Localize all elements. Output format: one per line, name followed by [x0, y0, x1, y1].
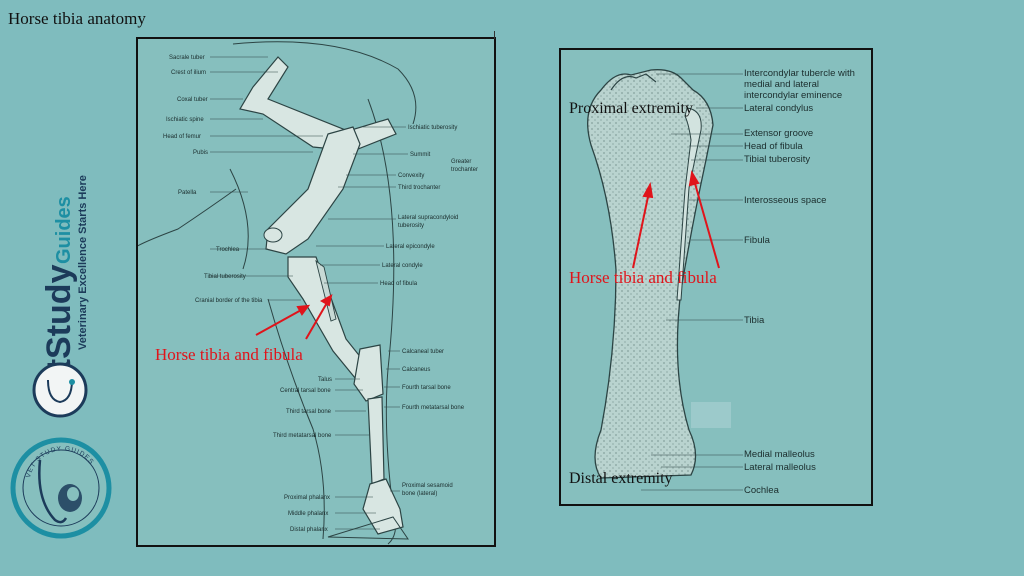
vetstudyguides-logo: VetStudy Guides Veterinary Excellence St… [10, 175, 112, 539]
label-cranial-border-tibia: Cranial border of the tibia [195, 298, 263, 304]
badge-stethoscope-icon [38, 459, 68, 524]
stethoscope-icon [47, 379, 73, 404]
label-extensor-groove: Extensor groove [744, 128, 813, 139]
highlight-patch [691, 402, 731, 428]
label-central-tarsal-bone: Central tarsal bone [280, 388, 331, 394]
hock-bones [353, 344, 384, 402]
label-third-tarsal-bone: Third tarsal bone [286, 409, 332, 415]
label-medial-and-lateral: medial and lateral [744, 79, 819, 90]
label-calcaneal-tuber: Calcaneal tuber [402, 349, 444, 355]
label-crest-of-ilium: Crest of ilium [171, 70, 206, 76]
horse-tibia-diagram: Intercondylar tubercle with medial and l… [559, 48, 873, 506]
tibia-svg: Intercondylar tubercle with medial and l… [569, 68, 855, 496]
phalanges-bones [362, 478, 404, 535]
label-trochlea: Trochlea [216, 247, 240, 253]
stethoscope-circle-icon [32, 362, 88, 418]
label-middle-phalanx: Middle phalanx [288, 511, 328, 517]
label-calcaneus: Calcaneus [402, 367, 430, 373]
label-trochanter: trochanter [451, 167, 478, 173]
page-title: Horse tibia anatomy [8, 9, 146, 28]
label-distal-extremity: Distal extremity [569, 470, 673, 487]
label-proximal-phalanx: Proximal phalanx [284, 495, 330, 501]
label-lateral-malleolus: Lateral malleolus [744, 462, 816, 473]
label-lateral-condylus: Lateral condylus [744, 103, 813, 114]
label-proximal-sesamoid: Proximal sesamoid [402, 483, 453, 489]
label-ischiatic-spine: Ischiatic spine [166, 117, 204, 123]
label-lateral-condyle: Lateral condyle [382, 263, 423, 269]
label-fibula: Fibula [744, 235, 771, 246]
label-patella: Patella [178, 190, 197, 196]
label-medial-malleolus: Medial malleolus [744, 449, 815, 460]
femur-bone [265, 126, 361, 255]
label-ischiatic-tuberosity: Ischiatic tuberosity [408, 125, 457, 131]
divider-tick [494, 31, 495, 39]
brand-tagline: Veterinary Excellence Starts Here [77, 175, 89, 350]
annotation-tibia-fibula-right: Horse tibia and fibula [569, 268, 717, 287]
label-pubis: Pubis [193, 150, 208, 156]
annotation-tibia-fibula-left: Horse tibia and fibula [155, 345, 303, 364]
label-fourth-metatarsal-bone: Fourth metatarsal bone [402, 405, 465, 411]
label-greater: Greater [451, 159, 471, 165]
label-intercondylar-tubercle: Intercondylar tubercle with [744, 68, 855, 79]
label-head-of-fibula-r: Head of fibula [744, 141, 803, 152]
metatarsal-bone [367, 396, 385, 485]
label-talus: Talus [318, 377, 332, 383]
brand-name-sub: Guides [53, 196, 75, 264]
label-cochlea: Cochlea [744, 485, 780, 496]
label-distal-phalanx: Distal phalanx [290, 527, 328, 533]
label-head-of-fibula: Head of fibula [380, 281, 418, 287]
label-tibia: Tibia [744, 315, 765, 326]
label-third-metatarsal-bone: Third metatarsal bone [273, 433, 332, 439]
label-convexity: Convexity [398, 173, 424, 179]
pelvis-bone [239, 56, 397, 152]
badge-ring-icon [10, 437, 112, 539]
label-head-of-femur: Head of femur [163, 134, 201, 140]
label-tuberosity: tuberosity [398, 223, 424, 229]
label-proximal-extremity: Proximal extremity [569, 100, 693, 117]
label-interosseous-space: Interosseous space [744, 195, 826, 206]
horse-hindlimb-diagram: Sacrale tuber Crest of ilium Coxal tuber… [136, 37, 496, 547]
fibula-shape [676, 107, 702, 301]
label-summit: Summit [410, 152, 431, 158]
label-tibial-tuberosity-r: Tibial tuberosity [744, 154, 810, 165]
hindlimb-svg: Sacrale tuber Crest of ilium Coxal tuber… [138, 41, 478, 545]
label-bone-lateral: bone (lateral) [402, 491, 437, 497]
hoof-outline [327, 516, 409, 540]
label-coxal-tuber: Coxal tuber [177, 97, 208, 103]
patella-bone [263, 227, 283, 243]
label-lateral-supracondyloid: Lateral supracondyloid [398, 215, 458, 221]
label-intercondylar-eminence: intercondylar eminence [744, 90, 842, 101]
intercondylar-eminence [610, 73, 657, 91]
label-sacrale-tuber: Sacrale tuber [169, 55, 205, 61]
label-third-trochanter: Third trochanter [398, 185, 440, 191]
label-tibial-tuberosity: Tibial tuberosity [204, 274, 246, 280]
label-lateral-epicondyle: Lateral epicondyle [386, 244, 435, 250]
tibia-shape [587, 69, 714, 479]
label-fourth-tarsal-bone: Fourth tarsal bone [402, 385, 451, 391]
